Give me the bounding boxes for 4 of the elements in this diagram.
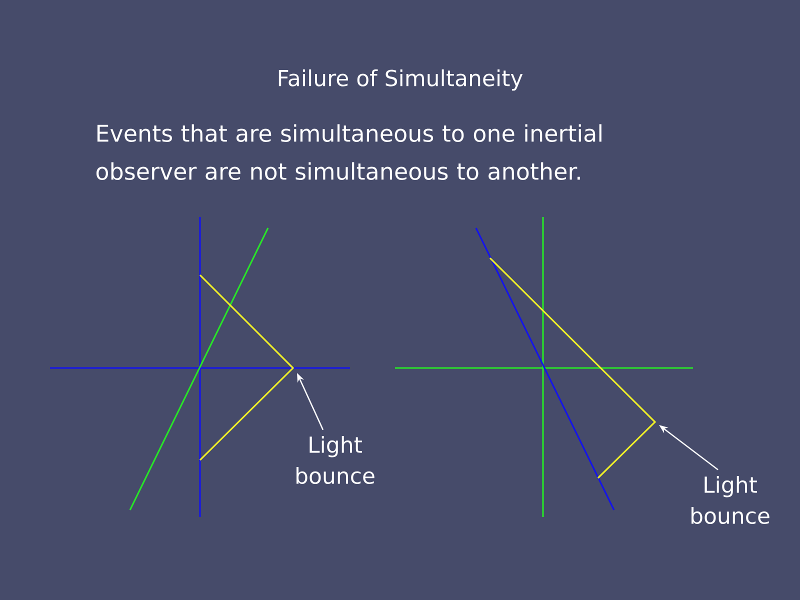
body-text: Events that are simultaneous to one inertial observer are not simultaneous to another.	[96, 124, 602, 180]
callout-label: Light bounce	[692, 476, 770, 524]
slide-title: Failure of Simultaneity	[278, 69, 523, 91]
callout-label: Light bounce	[296, 436, 374, 484]
